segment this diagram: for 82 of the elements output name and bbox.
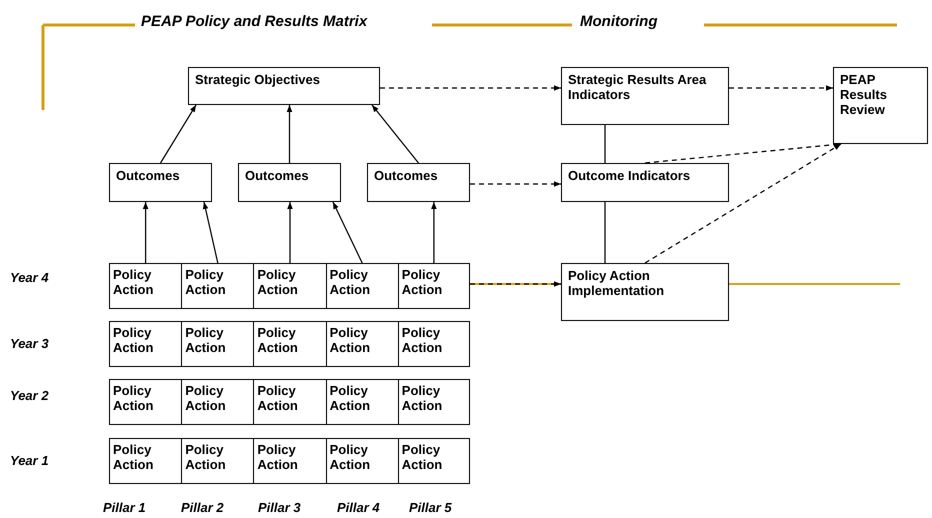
box-label: Policy Action	[330, 442, 372, 472]
box-label: PEAP Results Review	[840, 72, 888, 117]
process-box	[238, 163, 341, 202]
box-label: Outcomes	[374, 168, 438, 183]
column-label: Pillar 5	[409, 500, 452, 515]
arrow	[431, 202, 437, 263]
box-label: Policy Action	[330, 383, 372, 413]
matrix-cell	[109, 263, 182, 309]
row-label: Year 4	[10, 270, 49, 285]
matrix-cell	[253, 438, 327, 484]
box-label: Policy Action	[257, 442, 299, 472]
matrix-cell	[326, 438, 399, 484]
box-label: Strategic Results Area Indicators	[568, 72, 708, 102]
dashed-arrow	[729, 85, 833, 91]
matrix-cell	[253, 321, 327, 367]
box-label: Policy Action	[113, 383, 154, 413]
box-label: Strategic Objectives	[195, 72, 320, 87]
row-label: Year 2	[10, 388, 49, 403]
matrix-cell	[109, 321, 182, 367]
column-label: Pillar 4	[337, 500, 380, 515]
matrix-cell	[326, 263, 399, 309]
box-label: Policy Action	[257, 383, 299, 413]
box-label: Policy Action	[185, 325, 227, 355]
box-label: Policy Action	[402, 325, 444, 355]
row-label: Year 3	[10, 336, 49, 351]
matrix-cell	[181, 321, 254, 367]
matrix-cell	[109, 438, 182, 484]
box-label: Policy Action	[402, 267, 444, 297]
box-label: Policy Action	[330, 325, 372, 355]
arrow	[372, 104, 419, 164]
box-label: Outcomes	[245, 168, 309, 183]
arrow	[332, 202, 363, 264]
row-label: Year 1	[10, 453, 49, 468]
process-box	[109, 163, 212, 202]
matrix-cell	[398, 321, 470, 367]
box-label: Policy Action	[257, 267, 299, 297]
section-heading: PEAP Policy and Results Matrix	[138, 13, 370, 30]
dashed-arrow	[380, 85, 561, 91]
box-label: Policy Action	[113, 267, 154, 297]
arrow	[286, 105, 292, 163]
box-label: Policy Action	[257, 325, 299, 355]
section-heading: Monitoring	[577, 13, 660, 30]
dashed-arrow	[644, 143, 842, 264]
box-label: Policy Action	[113, 325, 154, 355]
matrix-cell	[398, 379, 470, 425]
box-label: Policy Action Implementation	[568, 268, 666, 298]
matrix-cell	[253, 263, 327, 309]
box-label: Policy Action	[113, 442, 154, 472]
matrix-cell	[181, 263, 254, 309]
matrix-cell	[181, 438, 254, 484]
box-label: Policy Action	[330, 267, 372, 297]
matrix-cell	[181, 379, 254, 425]
arrow	[160, 104, 197, 164]
box-label: Outcome Indicators	[568, 168, 690, 183]
column-label: Pillar 1	[103, 500, 146, 515]
box-label: Policy Action	[402, 442, 444, 472]
arrow	[202, 202, 218, 264]
arrow	[142, 202, 148, 263]
matrix-cell	[109, 379, 182, 425]
process-box	[833, 67, 928, 144]
process-box	[561, 163, 729, 202]
box-label: Policy Action	[185, 383, 227, 413]
matrix-cell	[326, 379, 399, 425]
connector-line	[604, 202, 606, 263]
box-label: Policy Action	[402, 383, 444, 413]
matrix-cell	[398, 263, 470, 309]
arrow	[287, 202, 293, 263]
dashed-arrow	[470, 181, 561, 187]
process-box	[561, 67, 729, 125]
column-label: Pillar 3	[258, 500, 301, 515]
column-label: Pillar 2	[181, 500, 224, 515]
box-label: Policy Action	[185, 267, 227, 297]
process-box	[367, 163, 470, 202]
connector-line	[604, 125, 606, 163]
box-label: Policy Action	[185, 442, 227, 472]
process-box	[188, 67, 380, 105]
matrix-cell	[398, 438, 470, 484]
box-label: Outcomes	[116, 168, 180, 183]
matrix-cell	[326, 321, 399, 367]
process-box	[561, 263, 729, 321]
matrix-cell	[253, 379, 327, 425]
dashed-arrow	[470, 281, 561, 287]
